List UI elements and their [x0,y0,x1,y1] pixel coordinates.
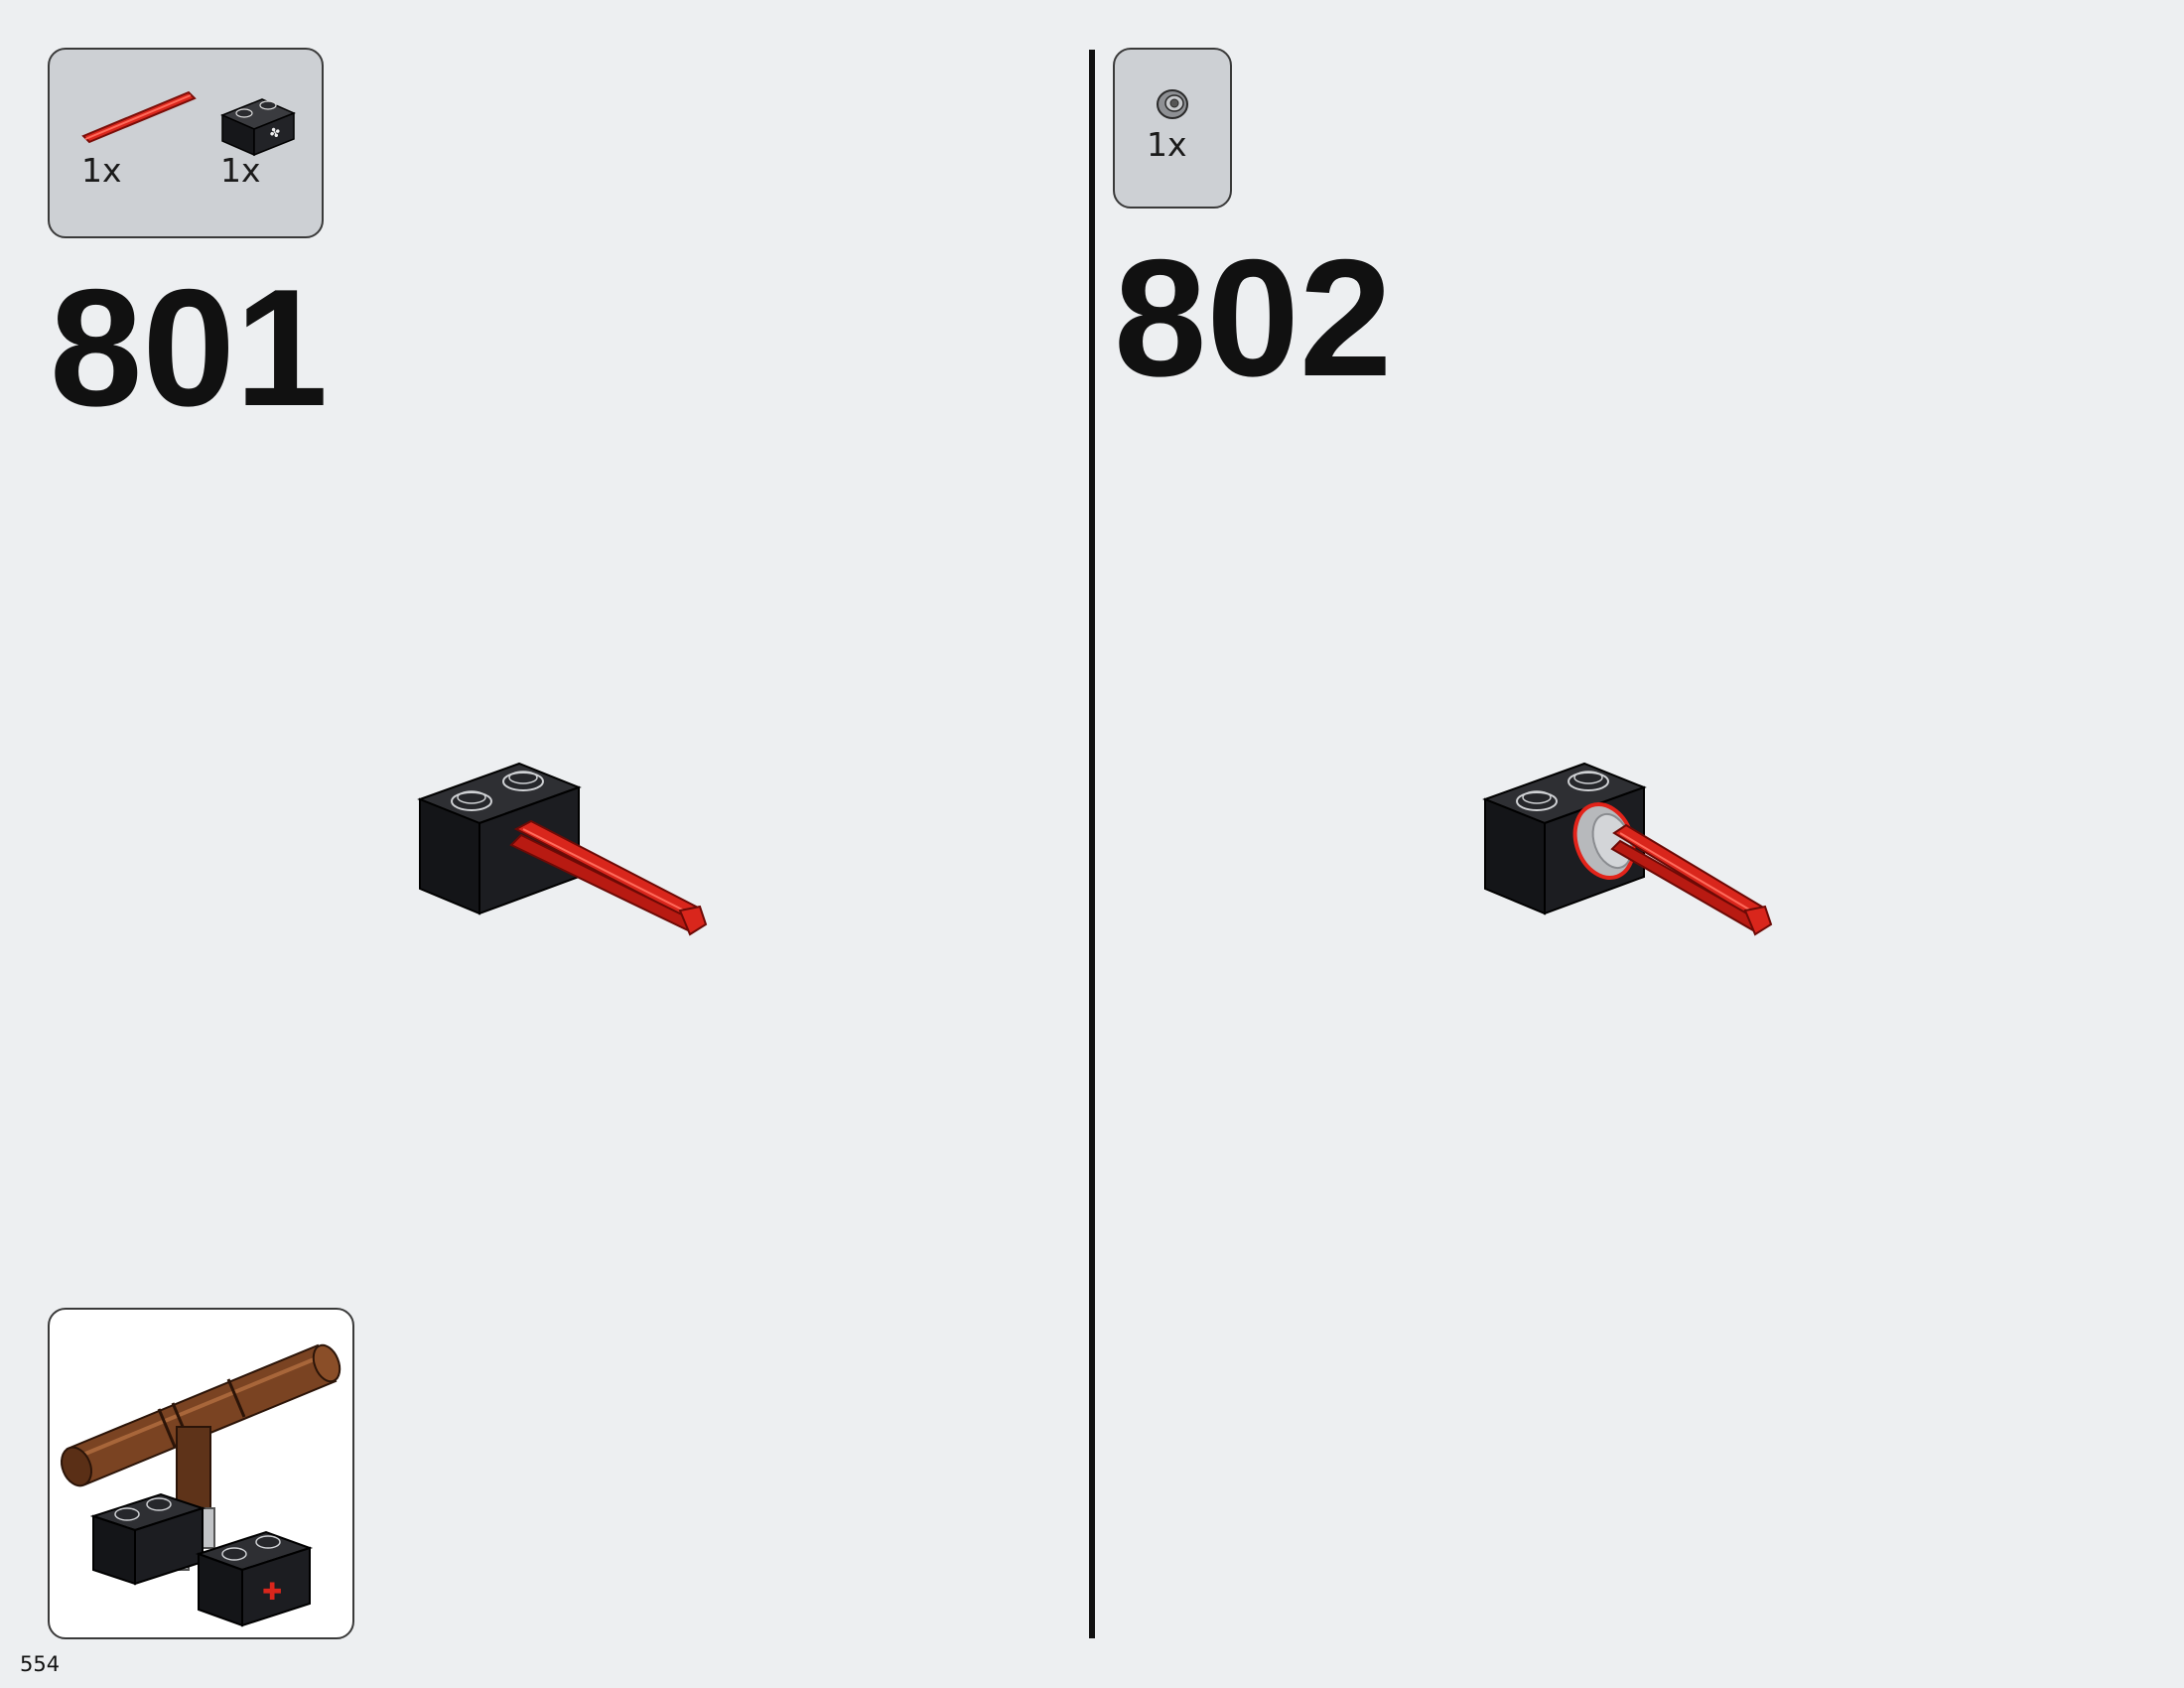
step-divider [1089,50,1095,1638]
black-technic-brick-icon: ✤ [220,98,296,157]
page-number: 554 [20,1652,61,1676]
part-qty: 1x [81,151,122,190]
step-801-parts-list: 1x ✤ 1x [48,48,324,238]
step-801-model [417,762,708,936]
step-number: 801 [50,254,329,441]
step-802-parts-list: 1x [1113,48,1232,209]
step-802-model [1482,762,1773,936]
assembly-preview-image: ✚ [61,1343,341,1627]
svg-text:✚: ✚ [262,1578,282,1606]
part-qty: 1x [1147,125,1187,164]
part-qty: 1x [220,151,261,190]
light-gray-bush-icon [1157,89,1188,119]
red-technic-axle-icon [81,90,197,144]
step-number: 802 [1114,224,1393,411]
assembly-preview: ✚ [48,1308,354,1639]
